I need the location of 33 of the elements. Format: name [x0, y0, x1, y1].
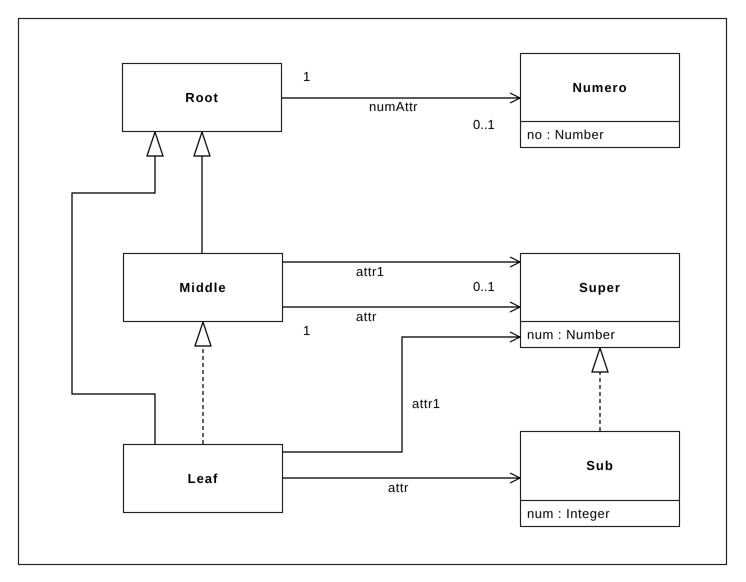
- class-box: [520, 253, 680, 348]
- class-name: Leaf: [188, 470, 218, 488]
- class-name: Super: [579, 278, 621, 297]
- multiplicity-label: 1: [303, 70, 310, 83]
- class-box: [123, 253, 283, 322]
- class-name: Sub: [586, 457, 614, 476]
- association-arrow: [283, 301, 521, 313]
- multiplicity-label: 0..1: [473, 280, 495, 293]
- generalization-arrow: [194, 321, 212, 444]
- class-name: Root: [185, 88, 219, 107]
- class-box: [520, 431, 680, 527]
- generalization-arrow: [71, 131, 164, 444]
- attribute-text: num : Number: [527, 326, 616, 344]
- generalization-arrow: [591, 347, 609, 431]
- class-box: [122, 63, 282, 132]
- edge-label: numAttr: [368, 100, 420, 113]
- edge-label: attr: [355, 310, 378, 323]
- attribute-text: no : Number: [527, 126, 604, 144]
- multiplicity-label: 0..1: [473, 118, 495, 131]
- multiplicity-label: 1: [303, 324, 310, 337]
- class-box: [520, 53, 680, 148]
- association-arrow: [283, 472, 521, 484]
- association-arrow: [282, 92, 521, 104]
- edge-label: attr1: [355, 265, 386, 278]
- class-name: Numero: [572, 78, 628, 97]
- edge-label: attr1: [411, 397, 442, 410]
- association-arrow: [283, 331, 521, 453]
- class-name: Middle: [179, 278, 227, 297]
- class-box: [123, 444, 283, 513]
- edge-label: attr: [387, 481, 410, 494]
- attribute-text: num : Integer: [527, 504, 610, 523]
- association-arrow: [283, 256, 521, 268]
- generalization-arrow: [193, 131, 211, 253]
